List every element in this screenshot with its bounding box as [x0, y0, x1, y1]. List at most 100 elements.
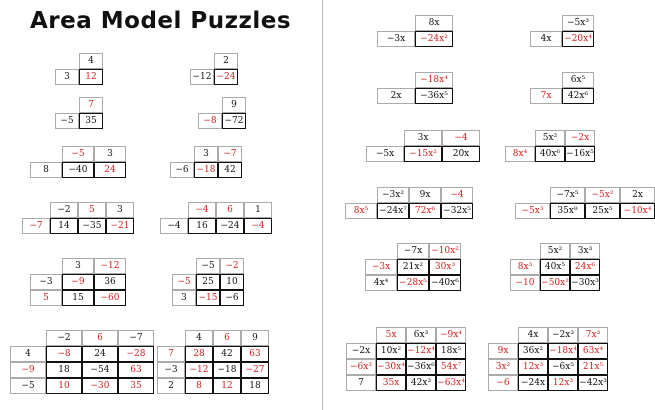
left-factor: 8x⁴	[505, 146, 535, 162]
top-factor: −10x²	[429, 243, 461, 259]
product-cell: −54	[82, 362, 118, 378]
top-factor: −2x³	[548, 327, 578, 343]
left-factor: 9x	[488, 343, 518, 359]
product-cell: 63	[241, 346, 269, 362]
product-cell: 12	[213, 378, 241, 394]
left-factor: 8	[30, 162, 62, 178]
product-cell: 21x⁵	[578, 359, 608, 375]
product-cell: −40x⁶	[429, 275, 461, 291]
top-factor: 5x²	[540, 243, 570, 259]
product-cell: −30	[82, 378, 118, 394]
top-factor: 4	[79, 53, 103, 69]
top-factor: 3x³	[570, 243, 600, 259]
product-cell: 35	[79, 113, 103, 129]
left-factor: −8	[198, 113, 222, 129]
left-factor: 8x³	[510, 259, 540, 275]
left-factor: −3x	[377, 31, 415, 47]
top-factor: 7	[79, 97, 103, 113]
left-factor: 4x	[530, 31, 562, 47]
top-factor: 1	[244, 202, 272, 218]
product-cell: −42x³	[578, 375, 608, 391]
top-factor: −7	[218, 146, 242, 162]
product-cell: 35	[118, 378, 154, 394]
top-factor: 3	[194, 146, 218, 162]
product-cell: −24	[214, 69, 238, 85]
product-cell: 36	[94, 274, 126, 290]
product-cell: 63	[118, 362, 154, 378]
top-factor: 5x	[376, 327, 406, 343]
product-cell: −60	[94, 290, 126, 306]
product-cell: −18x⁴	[548, 343, 578, 359]
product-cell: −16x⁵	[565, 146, 595, 162]
top-factor: −9x⁴	[436, 327, 466, 343]
product-cell: 12	[79, 69, 103, 85]
left-factor: −4	[160, 218, 188, 234]
product-cell: −12x⁴	[406, 343, 436, 359]
product-cell: −24x⁷	[377, 203, 409, 219]
left-factor: 4x⁴	[365, 275, 397, 291]
left-factor: −7	[22, 218, 50, 234]
product-cell: −24	[216, 218, 244, 234]
top-factor: 9	[241, 330, 269, 346]
left-factor: 3	[55, 69, 79, 85]
left-factor: 2x	[377, 88, 415, 104]
product-cell: −40	[62, 162, 94, 178]
product-cell: 28	[185, 346, 213, 362]
top-factor: −7x	[397, 243, 429, 259]
top-factor: 3x	[404, 130, 442, 146]
product-cell: 10	[220, 274, 244, 290]
product-cell: −15	[196, 290, 220, 306]
left-factor: −3x	[365, 259, 397, 275]
top-factor: −12	[94, 258, 126, 274]
product-cell: −24x²	[415, 31, 453, 47]
left-factor: 3x²	[488, 359, 518, 375]
product-cell: 72x⁶	[409, 203, 441, 219]
left-factor: −5x	[366, 146, 404, 162]
product-cell: 10x²	[376, 343, 406, 359]
top-factor: 4x	[518, 327, 548, 343]
product-cell: −28	[118, 346, 154, 362]
product-cell: −36x⁵	[415, 88, 453, 104]
product-cell: −6x⁵	[548, 359, 578, 375]
top-factor: 2x	[620, 187, 655, 203]
top-factor: 3	[62, 258, 94, 274]
product-cell: 40x⁶	[535, 146, 565, 162]
product-cell: 16	[188, 218, 216, 234]
product-cell: −32x⁵	[441, 203, 473, 219]
top-factor: −2	[46, 330, 82, 346]
product-cell: 24	[94, 162, 126, 178]
left-factor: −12	[190, 69, 214, 85]
product-cell: 12x³	[548, 375, 578, 391]
product-cell: 36x²	[518, 343, 548, 359]
product-cell: −4	[244, 218, 272, 234]
top-factor: 5	[78, 202, 106, 218]
product-cell: 42	[218, 162, 242, 178]
page-title: Area Model Puzzles	[30, 8, 292, 34]
product-cell: −12	[185, 362, 213, 378]
left-factor: 4	[10, 346, 46, 362]
product-cell: 21x²	[397, 259, 429, 275]
top-factor: −2	[50, 202, 78, 218]
left-factor: −5x³	[515, 203, 550, 219]
product-cell: 24x⁶	[570, 259, 600, 275]
product-cell: −30x³	[570, 275, 600, 291]
product-cell: −50x²	[540, 275, 570, 291]
product-cell: 14	[50, 218, 78, 234]
top-factor: −5x³	[562, 15, 594, 31]
product-cell: 18x⁵	[436, 343, 466, 359]
product-cell: 12x³	[518, 359, 548, 375]
product-cell: −72	[222, 113, 246, 129]
left-factor: −3	[30, 274, 62, 290]
top-factor: −2	[220, 258, 244, 274]
left-factor: −6x³	[346, 359, 376, 375]
page-divider	[322, 0, 323, 410]
left-factor: −10	[510, 275, 540, 291]
product-cell: 24	[82, 346, 118, 362]
product-cell: 15	[62, 290, 94, 306]
left-factor: 7x	[530, 88, 562, 104]
top-factor: 7x³	[578, 327, 608, 343]
top-factor: −4	[441, 187, 473, 203]
top-factor: 8x	[415, 15, 453, 31]
top-factor: 3	[106, 202, 134, 218]
left-factor: −5	[172, 274, 196, 290]
